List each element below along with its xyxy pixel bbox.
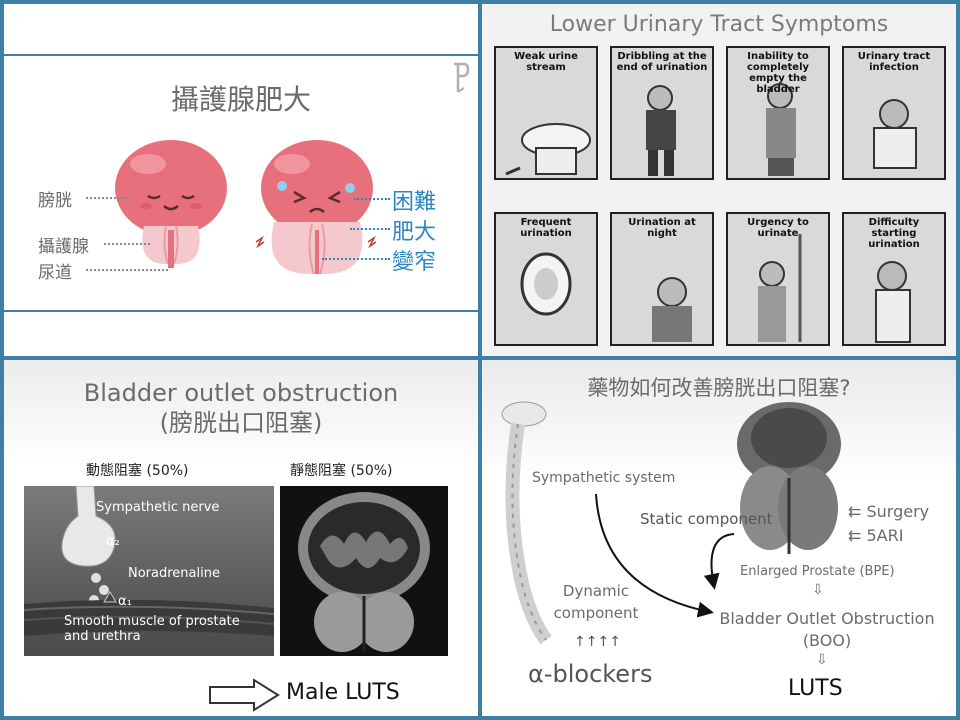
boo-label: Bladder Outlet Obstruction (BOO) [712, 608, 942, 652]
male-luts-label: Male LUTS [286, 680, 400, 705]
boo-line-1: Bladder Outlet Obstruction [719, 609, 935, 628]
panel-luts-comics: Lower Urinary Tract Symptoms Weak urine … [482, 4, 956, 356]
label-difficulty: 困難 [392, 190, 437, 215]
leader-enlarged [350, 228, 390, 230]
slide-band: 攝護腺 肥大 [4, 54, 478, 312]
leader-difficulty [354, 198, 390, 200]
upward-arrows-icon: ↑↑↑↑ [574, 634, 621, 650]
sympathetic-nerve-label: Sympathetic nerve [96, 500, 220, 515]
slide-title: Lower Urinary Tract Symptoms [549, 12, 889, 37]
comic-incomplete-emptying: Inability to completely empty the bladde… [726, 46, 830, 180]
comic-caption: Frequent urination [520, 217, 572, 239]
label-bladder: 膀胱 [38, 191, 72, 211]
arrow-right-icon [209, 678, 280, 712]
alpha-blockers-label: α-blockers [528, 660, 653, 688]
slide-title: 攝護腺肥大 [170, 83, 311, 116]
comic-hesitancy: Difficulty starting urination [842, 212, 946, 346]
spinal-cord-illustration [501, 401, 552, 645]
leader-bladder [86, 197, 132, 199]
dynamic-obstruction-label: 動態阻塞 (50%) [86, 463, 189, 479]
down-arrow-2-icon: ⇩ [816, 652, 828, 668]
comic-caption: Inability to completely empty the bladde… [746, 51, 810, 95]
comic-urgency: Urgency to urinate [726, 212, 830, 346]
prostate-section-image [280, 486, 448, 656]
panel-prostate-enlargement: 攝護腺 肥大 [4, 4, 478, 356]
enlarged-prostate-label: Enlarged Prostate (BPE) [740, 564, 895, 579]
comic-caption: Dribbling at the end of urination [616, 51, 708, 73]
comic-caption: Difficulty starting urination [868, 217, 920, 250]
comic-dribbling: Dribbling at the end of urination [610, 46, 714, 180]
leader-urethra [86, 269, 168, 271]
alpha1-label: α₁ [118, 594, 132, 609]
down-arrow-1-icon: ⇩ [812, 582, 824, 598]
panel-bladder-outlet-obstruction: Bladder outlet obstruction (膀胱出口阻塞) 動態阻塞… [4, 360, 478, 716]
normal-prostate-illustration [115, 140, 227, 268]
comic-caption: Weak urine stream [514, 51, 578, 73]
arrow-left-icon: ⇇ [848, 502, 867, 521]
title-line-2: (膀胱出口阻塞) [159, 409, 323, 437]
label-urethra: 尿道 [38, 263, 72, 283]
prostate-anatomy-illustration [737, 402, 841, 554]
flow-arrows [595, 493, 735, 618]
enlarged-prostate-illustration [255, 140, 377, 275]
label-narrowed: 變窄 [392, 250, 437, 275]
label-prostate: 攝護腺 [38, 237, 89, 257]
arrow-left-icon: ⇇ [848, 526, 867, 545]
static-obstruction-label: 靜態阻塞 (50%) [290, 463, 393, 479]
comic-frequent: Frequent urination [494, 212, 598, 346]
panel-drug-mechanism: 藥物如何改善膀胱出口阻塞? Sympathetic system Static … [482, 360, 956, 716]
boo-line-2: (BOO) [802, 631, 852, 650]
static-component-label: Static component [640, 510, 773, 528]
comic-caption: Urination at night [628, 217, 696, 239]
comic-weak-stream: Weak urine stream [494, 46, 598, 180]
five-ari-label: ⇇ 5ARI [848, 526, 904, 545]
slide-title: Bladder outlet obstruction (膀胱出口阻塞) [4, 378, 478, 438]
slide-title: 藥物如何改善膀胱出口阻塞? [587, 376, 851, 400]
luts-label: LUTS [788, 676, 843, 701]
comic-uti: Urinary tract infection [842, 46, 946, 180]
label-enlarged: 肥大 [392, 220, 437, 245]
comic-caption: Urgency to urinate [747, 217, 809, 239]
title-line-1: Bladder outlet obstruction [83, 379, 399, 407]
leader-narrowed [322, 258, 390, 260]
sympathetic-system-label: Sympathetic system [532, 470, 676, 486]
comic-nocturia: Urination at night [610, 212, 714, 346]
leader-prostate [104, 243, 150, 245]
logo-icon [454, 62, 470, 93]
noradrenaline-label: Noradrenaline [128, 566, 220, 581]
nerve-illustration: Sympathetic nerve α₂ Noradrenaline α₁ Sm… [24, 486, 274, 656]
comic-caption: Urinary tract infection [857, 51, 931, 73]
surgery-label: ⇇ Surgery [848, 502, 930, 521]
dynamic-component-label: Dynamic component [553, 582, 639, 622]
smooth-muscle-label: Smooth muscle of prostate and urethra [64, 614, 240, 644]
alpha2-label: α₂ [106, 534, 120, 549]
